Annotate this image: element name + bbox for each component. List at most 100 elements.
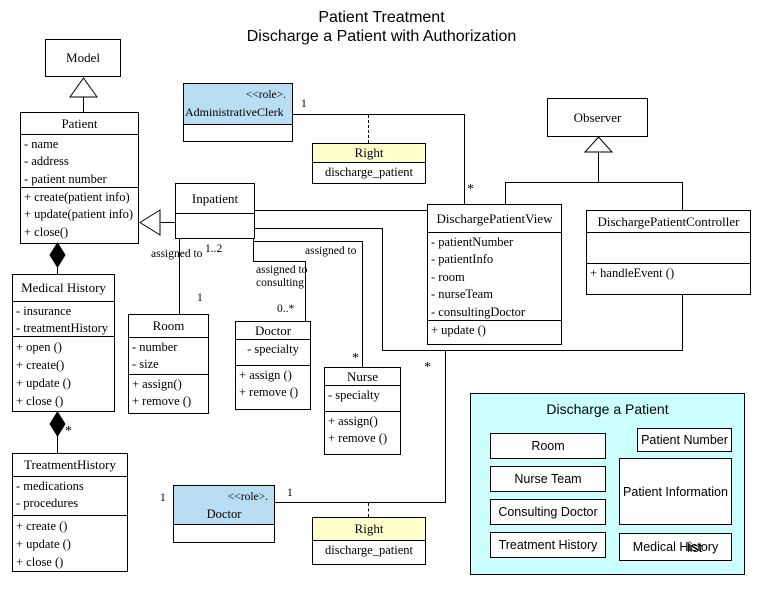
right-box-top: Right discharge_patient — [312, 143, 426, 184]
association-line — [255, 228, 383, 229]
role-stereotype: <<role>. — [245, 89, 286, 101]
right-box-bottom-title: Right — [313, 518, 425, 541]
association-line — [253, 261, 306, 262]
method: + handleEvent () — [590, 266, 675, 280]
method: + assign() — [328, 414, 378, 428]
method: + update(patient info) — [24, 207, 134, 222]
class-medical-history-methods: + open () + create() + update () + close… — [13, 337, 114, 411]
association-line — [445, 350, 446, 503]
attribute: - procedures — [16, 496, 79, 511]
right-box-bottom-value: discharge_patient — [313, 541, 425, 564]
method: + update () — [16, 537, 71, 551]
generalization-line — [159, 222, 176, 223]
class-inpatient: Inpatient — [175, 183, 255, 239]
generalization-line — [682, 182, 683, 210]
class-room-name: Room — [129, 315, 208, 338]
method: + remove () — [239, 385, 299, 400]
discharge-patient-panel: Discharge a Patient Room Nurse Team Cons… — [470, 393, 745, 575]
association-label: assigned to consulting — [256, 264, 308, 289]
attribute: - nurseTeam — [431, 287, 493, 302]
method: + create(patient info) — [24, 190, 130, 204]
diagram-title-line1: Patient Treatment — [318, 9, 445, 26]
class-discharge-patient-view: DischargePatientView - patientNumber - p… — [427, 204, 562, 345]
class-patient-methods: + create(patient info) + update(patient … — [21, 188, 138, 243]
role-name: AdministrativeClerk — [185, 105, 284, 120]
class-inpatient-name: Inpatient — [176, 184, 254, 214]
right-box-top-title: Right — [313, 144, 425, 163]
attribute: - patientNumber — [431, 235, 514, 249]
composition-diamond-icon — [49, 411, 66, 437]
class-doctor-name: Doctor — [236, 322, 310, 340]
class-room: Room - number - size + assign() + remove… — [128, 314, 209, 414]
panel-button-medical-history: Medical History — [619, 533, 732, 561]
diagram-title-line2: Discharge a Patient with Authorization — [246, 28, 517, 45]
attribute: - room — [431, 269, 465, 284]
role-doctor-header: <<role>. Doctor — [174, 486, 274, 524]
multiplicity-label: * — [65, 424, 72, 439]
method: + create() — [16, 358, 65, 372]
multiplicity-label: 1 — [160, 492, 166, 504]
role-administrative-clerk-body-empty — [184, 124, 292, 141]
association-line — [682, 294, 683, 350]
class-observer-name: Observer — [573, 110, 622, 125]
dependency-dashed-line — [368, 115, 369, 143]
class-medical-history-attributes: - insurance - treatmentHistory — [13, 302, 114, 337]
diagram-title: Patient Treatment Discharge a Patient wi… — [0, 8, 763, 46]
class-treatment-history-methods: + create () + update () + close () — [13, 516, 127, 571]
generalization-line — [505, 182, 683, 183]
generalization-line — [83, 97, 84, 112]
method: + remove () — [132, 394, 192, 409]
composition-line — [57, 435, 58, 453]
association-label: assigned to — [305, 245, 357, 257]
association-line — [275, 502, 446, 503]
association-line — [382, 350, 683, 351]
association-label: assigned to — [151, 248, 203, 260]
attribute: - specialty — [247, 342, 299, 356]
class-model-name: Model — [66, 50, 100, 65]
method: + create () — [16, 519, 68, 533]
attribute: - patient number — [24, 171, 107, 186]
class-nurse-name: Nurse — [325, 368, 400, 386]
association-line — [255, 210, 427, 211]
class-nurse: Nurse - specialty + assign() + remove () — [324, 367, 401, 455]
panel-button-nurse-team: Nurse Team — [490, 466, 606, 492]
class-treatment-history-attributes: - medications - procedures — [13, 477, 127, 516]
panel-button-patient-information: Patient Information — [619, 458, 732, 525]
generalization-arrow-icon — [584, 136, 613, 153]
class-medical-history-name: Medical History — [13, 275, 114, 302]
multiplicity-label: * — [352, 351, 359, 366]
method: + assign() — [132, 377, 182, 391]
composition-line — [57, 266, 58, 275]
attribute: - size — [132, 357, 159, 372]
role-doctor-body-empty — [174, 524, 274, 542]
panel-button-treatment-history: Treatment History — [490, 532, 606, 558]
method: + remove () — [328, 431, 388, 446]
role-doctor: <<role>. Doctor — [173, 485, 275, 543]
multiplicity-label: * — [424, 360, 431, 375]
association-line — [253, 239, 254, 262]
method: + update () — [431, 323, 486, 337]
generalization-arrow-icon — [69, 77, 98, 98]
class-dpv-attributes: - patientNumber - patientInfo - room - n… — [428, 233, 561, 321]
class-doctor-attributes: - specialty — [236, 340, 310, 366]
class-nurse-methods: + assign() + remove () — [325, 412, 400, 454]
multiplicity-label: * — [467, 182, 474, 197]
method: + assign () — [239, 368, 292, 382]
multiplicity-label: 0..* — [277, 303, 295, 315]
right-box-bottom: Right discharge_patient — [312, 517, 426, 565]
role-name: Doctor — [206, 507, 242, 522]
multiplicity-label: 1 — [301, 98, 307, 110]
association-line — [179, 239, 180, 314]
class-model: Model — [45, 39, 121, 77]
class-doctor-methods: + assign () + remove () — [236, 366, 310, 409]
generalization-line — [505, 182, 506, 205]
multiplicity-label: 1 — [287, 487, 293, 499]
right-value: discharge_patient — [325, 543, 413, 557]
class-inpatient-body-empty — [176, 214, 254, 238]
attribute: - treatmentHistory — [16, 321, 108, 336]
class-treatment-history: TreatmentHistory - medications - procedu… — [12, 453, 128, 572]
attribute: - consultingDoctor — [431, 304, 526, 319]
class-treatment-history-name: TreatmentHistory — [13, 454, 127, 477]
generalization-line — [598, 152, 599, 183]
